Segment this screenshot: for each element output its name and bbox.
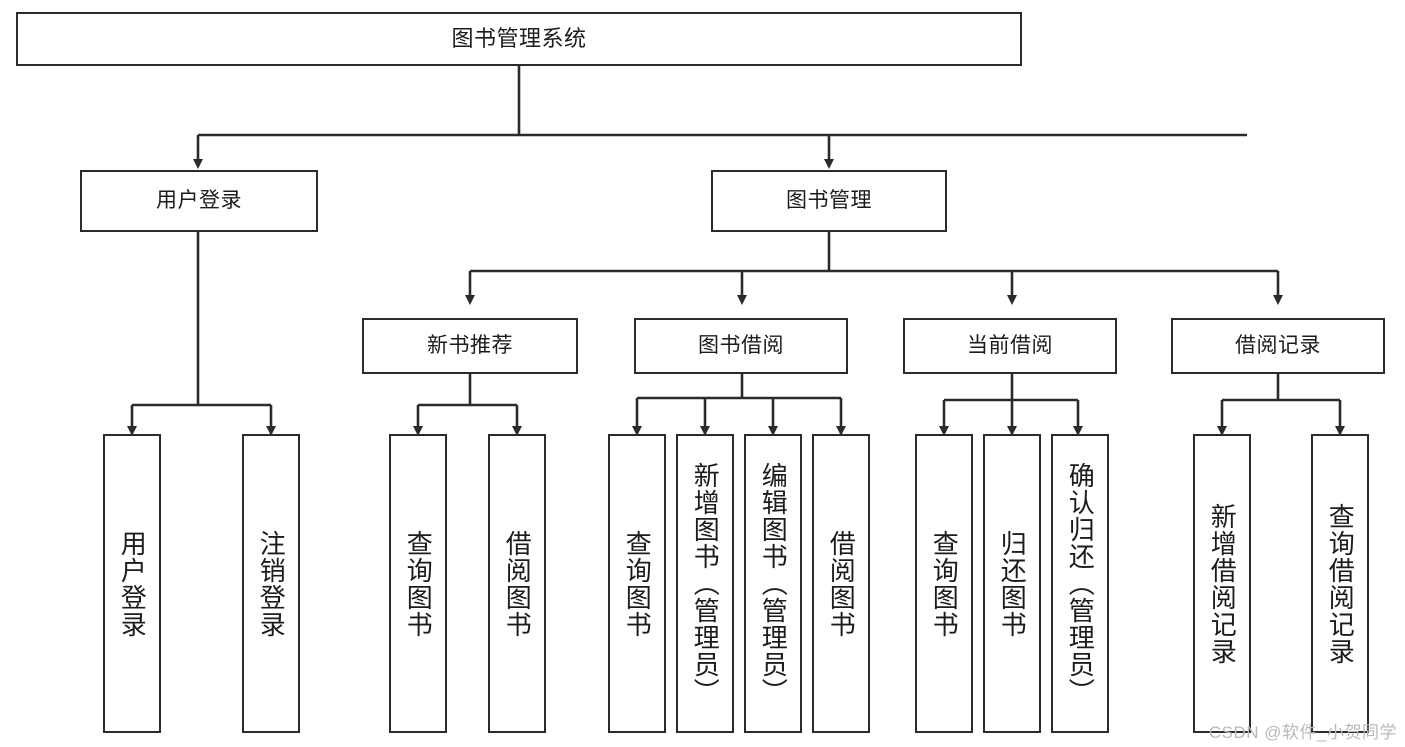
node-book-borrow[interactable]: 图书借阅	[634, 318, 848, 374]
node-label: 新书推荐	[427, 333, 513, 357]
node-current-borrow[interactable]: 当前借阅	[903, 318, 1117, 374]
leaf-query-borrow-record[interactable]: 查询借阅记录	[1311, 434, 1369, 733]
leaf-query-book-recommend[interactable]: 查询图书	[389, 434, 447, 733]
node-label: 确认归还（管理员）	[1065, 462, 1096, 705]
node-label: 注销登录	[256, 529, 287, 638]
node-label: 借阅记录	[1235, 333, 1321, 357]
leaf-confirm-return-admin[interactable]: 确认归还（管理员）	[1051, 434, 1109, 733]
leaf-query-book-current[interactable]: 查询图书	[915, 434, 973, 733]
node-label: 当前借阅	[967, 333, 1053, 357]
node-user-login[interactable]: 用户登录	[80, 170, 318, 232]
leaf-borrow-book-recommend[interactable]: 借阅图书	[488, 434, 546, 733]
leaf-add-borrow-record[interactable]: 新增借阅记录	[1193, 434, 1251, 733]
node-label: 新增图书（管理员）	[690, 462, 721, 705]
node-label: 编辑图书（管理员）	[758, 462, 789, 705]
node-label: 查询图书	[929, 529, 960, 638]
node-new-book-recommend[interactable]: 新书推荐	[362, 318, 578, 374]
leaf-logout[interactable]: 注销登录	[242, 434, 300, 733]
leaf-return-book[interactable]: 归还图书	[983, 434, 1041, 733]
leaf-add-book-admin[interactable]: 新增图书（管理员）	[676, 434, 734, 733]
node-label: 查询图书	[403, 529, 434, 638]
node-label: 借阅图书	[502, 529, 533, 638]
leaf-query-book-borrow[interactable]: 查询图书	[608, 434, 666, 733]
node-borrow-record[interactable]: 借阅记录	[1171, 318, 1385, 374]
leaf-edit-book-admin[interactable]: 编辑图书（管理员）	[744, 434, 802, 733]
node-label: 用户登录	[117, 529, 148, 638]
leaf-borrow-book[interactable]: 借阅图书	[812, 434, 870, 733]
leaf-user-login[interactable]: 用户登录	[103, 434, 161, 733]
node-book-management[interactable]: 图书管理	[711, 170, 947, 232]
node-label: 借阅图书	[826, 529, 857, 638]
node-label: 图书借阅	[698, 333, 784, 357]
node-label: 图书管理系统	[451, 26, 587, 52]
csdn-watermark: CSDN @软件_小贺同学	[1208, 723, 1397, 742]
node-label: 归还图书	[997, 529, 1028, 638]
node-label: 查询借阅记录	[1325, 502, 1356, 665]
node-label: 用户登录	[156, 188, 242, 212]
node-label: 图书管理	[786, 188, 872, 212]
node-label: 查询图书	[622, 529, 653, 638]
node-root-system[interactable]: 图书管理系统	[16, 12, 1022, 66]
node-label: 新增借阅记录	[1207, 502, 1238, 665]
